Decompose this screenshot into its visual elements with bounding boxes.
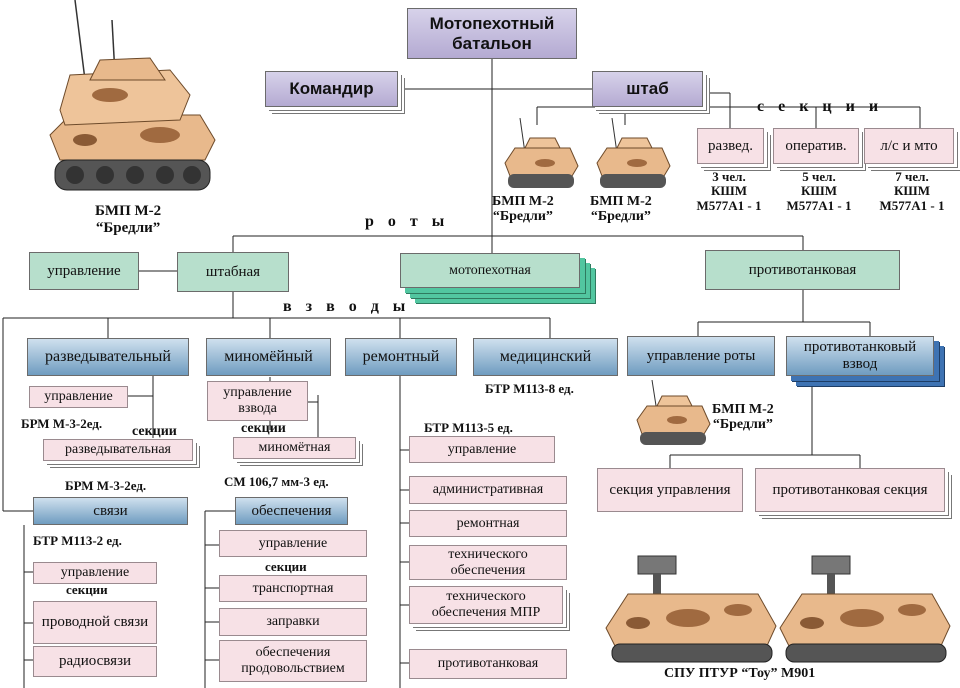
repair-item-admin: административная	[409, 476, 567, 504]
repair-item-repair: ремонтная	[409, 510, 567, 537]
platoon-repair: ремонтный	[345, 338, 457, 376]
support-transport: транспортная	[219, 575, 367, 602]
company-hq: штабная	[177, 252, 289, 292]
hq-section-recon: развед.	[697, 128, 764, 164]
mortar-section: миномётная	[233, 437, 356, 459]
bmp-vehicle-small-icon	[596, 118, 671, 188]
recon-sections-label: секции	[132, 424, 177, 439]
signals-control: управление	[33, 562, 157, 584]
battalion-title-box: Мотопехотный батальон	[407, 8, 577, 59]
bmp-vehicle-large-icon	[49, 0, 216, 191]
bmp-caption-hq-2: БМП М-2“Бредли”	[590, 194, 652, 225]
recon-brm-1: БРМ М-3-2ед.	[21, 416, 103, 431]
signals-vehicle: БТР М113-2 ед.	[33, 533, 122, 548]
mortar-sections-label: секции	[241, 421, 286, 436]
signals-wire: проводной связи	[33, 601, 157, 644]
atgm-vehicle-icon	[605, 555, 777, 663]
platoons-label: в з в о д ы	[283, 298, 411, 315]
bmp-caption-hq-1: БМП М-2“Бредли”	[492, 194, 554, 225]
support-control: управление	[219, 530, 367, 557]
medical-vehicle: БТР М113-8 ед.	[485, 381, 574, 396]
repair-item-antitank: противотанковая	[409, 649, 567, 679]
commander-label: Командир	[289, 79, 374, 99]
hq-section-operations: оператив.	[773, 128, 859, 164]
platoon-mortar: миномёйный	[206, 338, 331, 376]
sections-label: с е к ц и и	[757, 98, 884, 115]
support-food: обеспечения продовольствием	[219, 640, 367, 682]
commander-box: Командир	[265, 71, 398, 107]
company-infantry: мотопехотная	[400, 253, 580, 288]
support-sections-label: секции	[265, 559, 307, 574]
recon-section: разведывательная	[43, 439, 193, 461]
bmp-caption-antitank: БМП М-2“Бредли”	[712, 402, 774, 433]
recon-brm-2: БРМ М-3-2ед.	[65, 478, 147, 493]
hq-label: штаб	[626, 79, 669, 99]
repair-item-control: управление	[409, 436, 555, 463]
hq-section-personnel: л/с и мто	[864, 128, 954, 164]
antitank-control-section: секция управления	[597, 468, 743, 512]
antitank-section: противотанковая секция	[755, 468, 945, 512]
bmp-vehicle-small-icon	[504, 118, 579, 188]
company-control: управление	[29, 252, 139, 290]
signals-radio: радиосвязи	[33, 646, 157, 677]
bmp-caption-large: БМП М-2“Бредли”	[95, 203, 162, 236]
companies-label: р о т ы	[365, 213, 450, 230]
hq-box: штаб	[592, 71, 703, 107]
atgm-vehicle-icon	[779, 555, 951, 663]
repair-vehicle: БТР М113-5 ед.	[424, 420, 513, 435]
platoon-antitank: противотанковый взвод	[786, 336, 934, 376]
platoon-support: обеспечения	[235, 497, 348, 525]
signals-sections-label: секции	[66, 582, 108, 597]
platoon-recon: разведывательный	[27, 338, 189, 376]
mortar-weapon: СМ 106,7 мм-3 ед.	[224, 474, 329, 489]
platoon-company-control: управление роты	[627, 336, 775, 376]
battalion-title: Мотопехотный батальон	[429, 14, 555, 53]
repair-item-tech-support: технического обеспечения	[409, 545, 567, 580]
bmp-vehicle-small-icon	[636, 380, 711, 445]
support-refuel: заправки	[219, 608, 367, 636]
platoon-medical: медицинский	[473, 338, 618, 376]
mortar-control: управление взвода	[207, 381, 308, 421]
atgm-caption: СПУ ПТУР “Тоу” М901	[664, 666, 816, 681]
repair-item-tech-support-mpr: технического обеспечения МПР	[409, 586, 563, 624]
platoon-signals: связи	[33, 497, 188, 525]
company-antitank: противотанковая	[705, 250, 900, 290]
recon-control: управление	[29, 386, 128, 408]
